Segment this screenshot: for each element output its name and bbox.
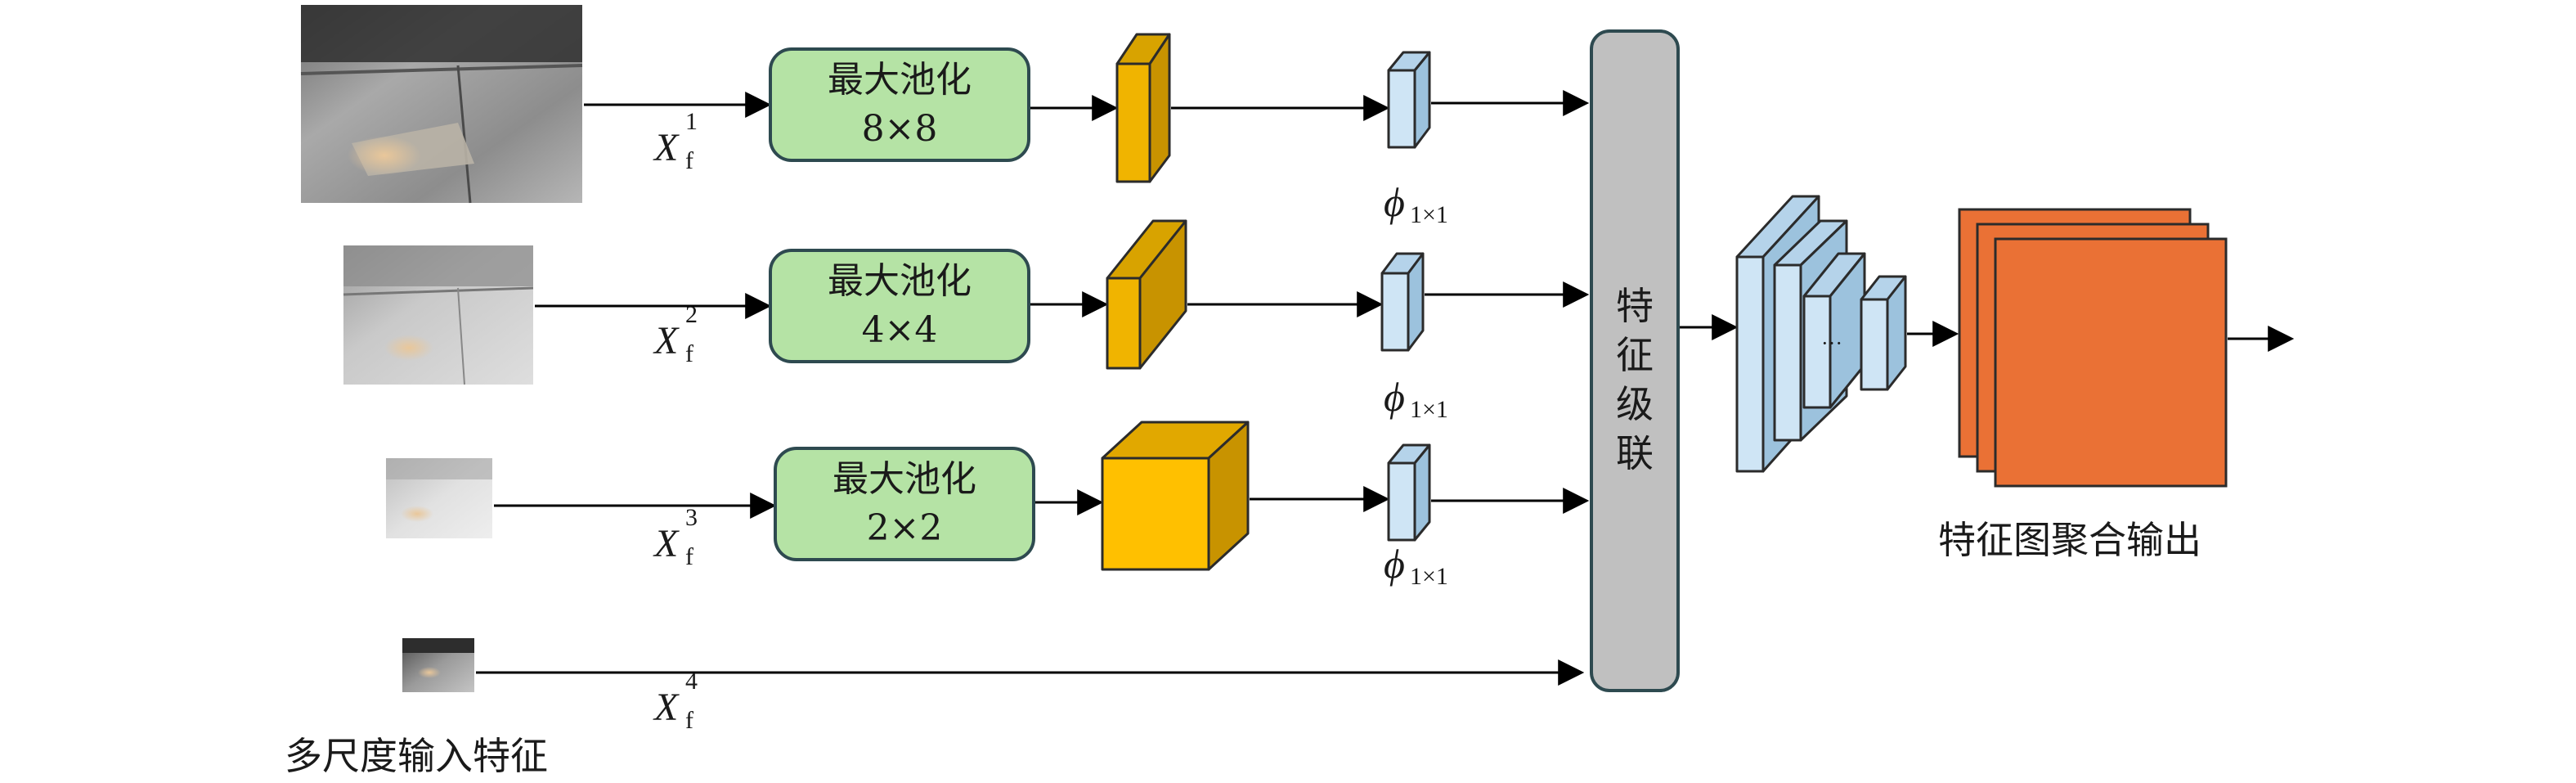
pool-title: 最大池化 (832, 458, 976, 500)
conv-stack-ellipsis: ··· (1821, 331, 1842, 355)
conv-symbol: ϕ (1384, 179, 1405, 225)
conv-label-2: ϕ 1×1 (1384, 374, 1448, 423)
output-caption: 特征图聚合输出 (1938, 518, 2201, 562)
input-sub: f (685, 340, 693, 367)
conv-sub: 1×1 (1410, 201, 1448, 228)
pool-title: 最大池化 (828, 260, 972, 302)
conv-sub: 1×1 (1410, 563, 1448, 590)
input-sup: 4 (685, 668, 698, 695)
input-label-1: X 1 f (653, 108, 698, 174)
pool-box-2x2: 最大池化 2×2 (774, 447, 1035, 561)
input-sub: f (685, 707, 693, 734)
concat-char: 特 (1616, 284, 1654, 328)
conv-label-1: ϕ 1×1 (1384, 179, 1448, 228)
input-label-3: X 3 f (653, 504, 698, 570)
conv-block-1 (1387, 51, 1431, 149)
input-sup: 3 (685, 504, 698, 531)
pool-size: 8×8 (862, 108, 938, 150)
pool-box-4x4: 最大池化 4×4 (769, 249, 1030, 363)
concat-char: 征 (1616, 333, 1654, 377)
conv-block-3 (1387, 443, 1431, 542)
pooled-feature-3 (1101, 421, 1250, 571)
concat-char: 级 (1616, 382, 1654, 426)
conv-layer-4 (1860, 275, 1907, 391)
pooled-feature-1 (1115, 33, 1171, 183)
input-sup: 1 (685, 108, 698, 135)
input-caption: 多尺度输入特征 (285, 734, 548, 778)
pool-title: 最大池化 (828, 59, 972, 101)
input-symbol: X (653, 319, 680, 362)
input-sup: 2 (685, 301, 698, 328)
conv-block-2 (1380, 252, 1425, 352)
pool-box-8x8: 最大池化 8×8 (769, 47, 1030, 162)
conv-symbol: ϕ (1384, 374, 1405, 420)
output-feature-maps (1958, 208, 2228, 488)
input-image-4 (402, 638, 474, 692)
conv-symbol: ϕ (1384, 541, 1405, 587)
conv-label-3: ϕ 1×1 (1384, 541, 1448, 590)
feature-concat-block: 特 征 级 联 (1590, 29, 1680, 692)
conv-sub: 1×1 (1410, 396, 1448, 423)
input-image-3 (386, 458, 492, 538)
input-sub: f (685, 147, 693, 174)
input-label-2: X 2 f (653, 301, 698, 367)
conv-stack (1735, 195, 1907, 473)
input-label-4: X 4 f (653, 668, 698, 734)
input-symbol: X (653, 686, 680, 729)
output-map-front (1994, 237, 2228, 488)
pool-size: 4×4 (862, 309, 938, 351)
concat-char: 联 (1616, 431, 1654, 475)
pool-size: 2×2 (867, 507, 943, 549)
input-image-1 (300, 5, 583, 204)
pooled-feature-2 (1106, 219, 1187, 370)
input-symbol: X (653, 126, 680, 169)
input-symbol: X (653, 522, 680, 565)
input-sub: f (685, 543, 693, 570)
input-image-2 (343, 245, 534, 385)
